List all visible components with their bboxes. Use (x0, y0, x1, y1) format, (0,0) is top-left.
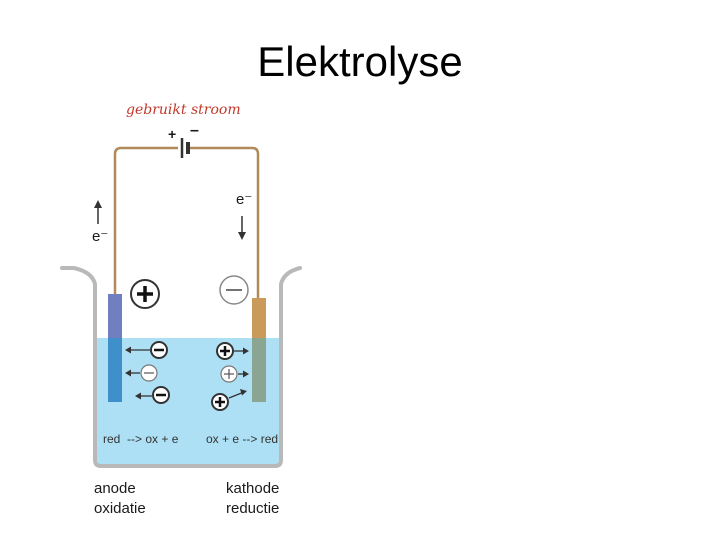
electron-up-arrow-icon (94, 200, 102, 224)
kathode-equation: ox + e --> red (206, 432, 279, 446)
cation-2-icon (220, 365, 249, 383)
anion-3-icon (135, 386, 170, 404)
power-label: gebruikt stroom (126, 102, 241, 118)
anode-process: oxidatie (94, 500, 146, 517)
slide-title: Elektrolyse (0, 38, 720, 86)
kathode-name: kathode (226, 480, 280, 497)
minus-charge-icon (219, 275, 249, 305)
anode-equation: red --> ox + e (103, 432, 179, 446)
kathode-electrode-submerged (252, 338, 266, 402)
title-text: Elektrolyse (257, 38, 463, 85)
anion-2-icon (125, 364, 158, 382)
cation-3-icon (211, 389, 247, 411)
electron-right-label: e⁻ (236, 191, 253, 208)
kathode-process: reductie (226, 500, 280, 517)
anode-electrode-submerged (108, 338, 122, 402)
battery-plus-label: + (168, 126, 177, 142)
cation-1-icon (216, 342, 249, 360)
plus-charge-icon (130, 279, 160, 309)
battery-minus-label: – (190, 122, 199, 139)
anion-1-icon (125, 341, 168, 359)
electron-left-label: e⁻ (92, 228, 109, 245)
anode-name: anode (94, 480, 136, 497)
wire (113, 146, 260, 300)
beaker (60, 266, 302, 468)
electron-down-arrow-icon (238, 216, 246, 240)
